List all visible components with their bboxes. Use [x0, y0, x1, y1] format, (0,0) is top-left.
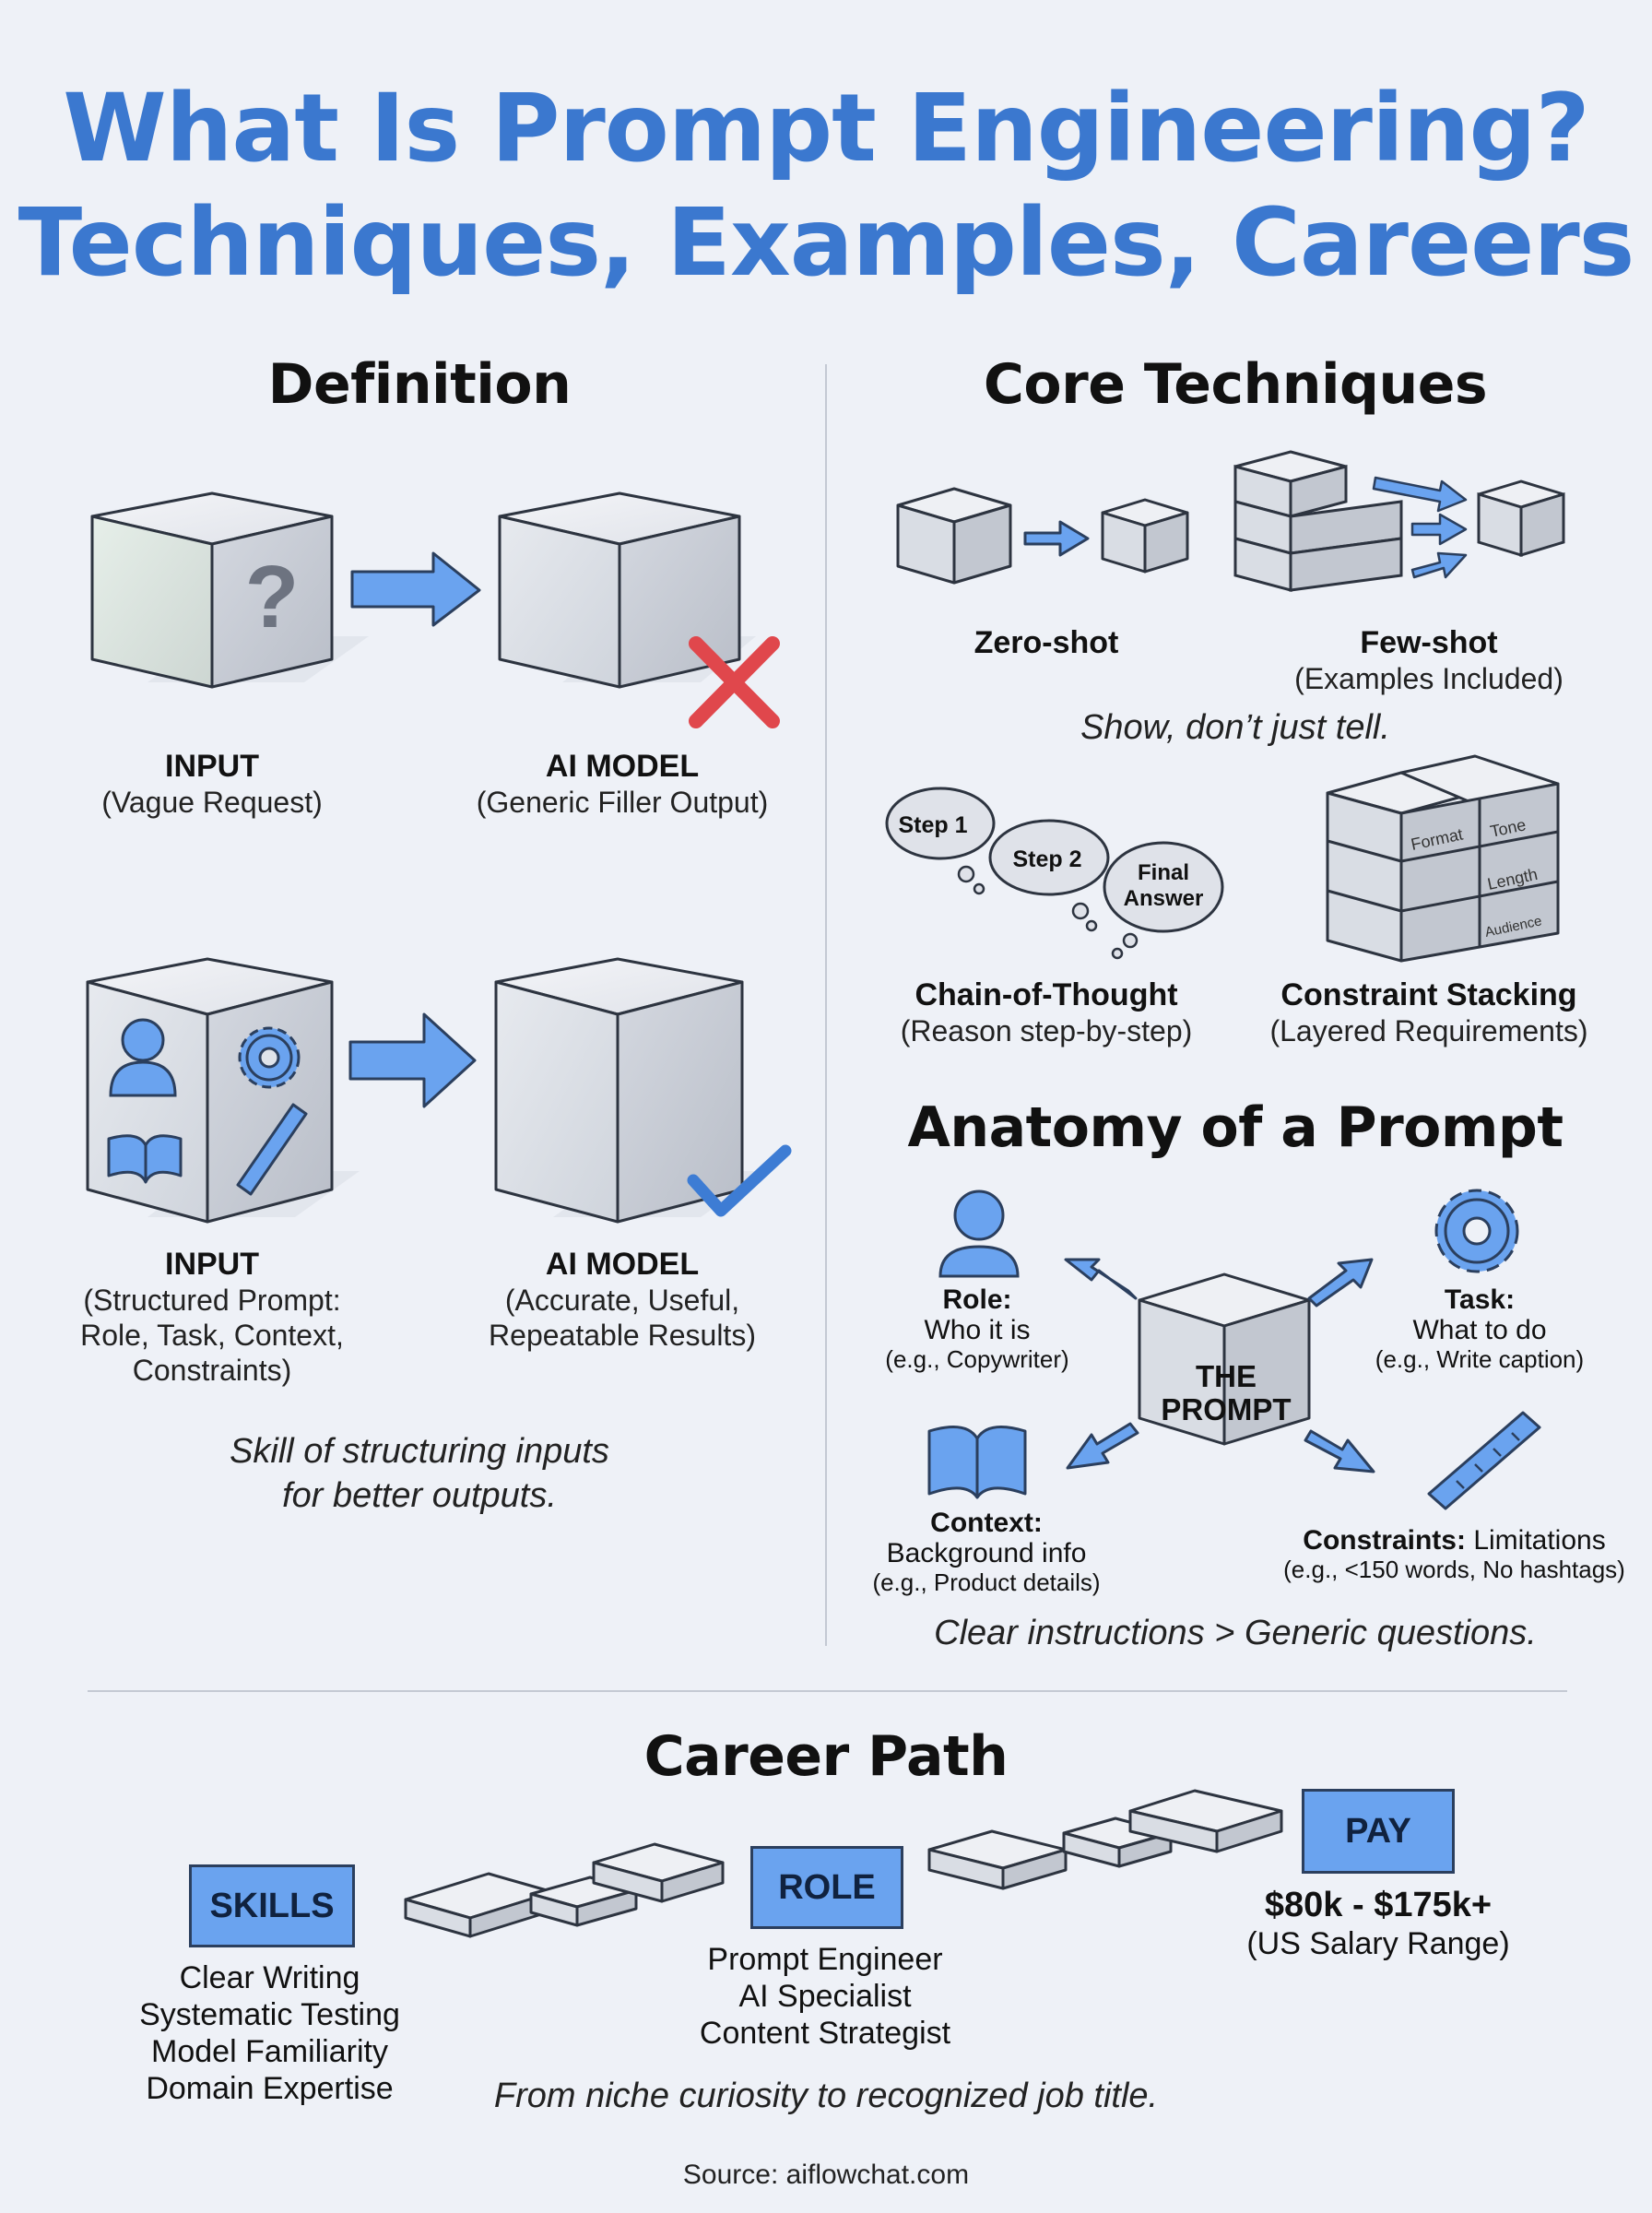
page-title: What Is Prompt Engineering? Techniques, … [0, 72, 1652, 301]
role-box: ROLE [750, 1846, 903, 1929]
few-shot-output-cube [1477, 479, 1565, 558]
anatomy-task: Task: What to do (e.g., Write caption) [1375, 1284, 1585, 1373]
step-plate [592, 1842, 725, 1903]
anatomy-constraints: Constraints: Limitations (e.g., <150 wor… [1283, 1525, 1625, 1584]
the-prompt-label: THE PROMPT [1161, 1359, 1292, 1426]
career-steps-diagram [404, 1789, 1283, 1938]
anatomy-diagram [927, 1189, 1541, 1510]
model-label-accurate: AI MODEL (Accurate, Useful, Repeatable R… [489, 1247, 756, 1352]
definition-tagline: Skill of structuring inputs for better o… [230, 1432, 609, 1515]
career-tagline: From niche curiosity to recognized job t… [493, 2077, 1159, 2115]
definition-diagram: ? [86, 491, 792, 1224]
thought-bubble-icon: Step 1 Step 2 Final Answer [885, 787, 1224, 960]
list-item: Clear Writing [179, 1960, 360, 1995]
list-item: Content Strategist [699, 2016, 951, 2051]
ruler-icon [236, 1103, 308, 1196]
list-item: AI Specialist [738, 1979, 912, 2014]
horizontal-divider [88, 1690, 1567, 1692]
zero-shot-cube-small [1101, 498, 1189, 574]
pay-info: $80k - $175k+ (US Salary Range) [1208, 1885, 1549, 1962]
chain-of-thought-label: Chain-of-Thought (Reason step-by-step) [900, 977, 1193, 1047]
anatomy-tagline: Clear instructions > Generic questions. [934, 1614, 1537, 1652]
few-shot-label: Few-shot (Examples Included) [1294, 625, 1564, 695]
techniques-diagram: Step 1 Step 2 Final Answer Format Tone L… [885, 450, 1565, 963]
title-line-1: What Is Prompt Engineering? [63, 74, 1589, 183]
role-list: Prompt Engineer AI Specialist Content St… [645, 1941, 1005, 2052]
bubble-step-1: Step 1 [898, 812, 967, 838]
person-icon [938, 1189, 1020, 1278]
gear-icon [238, 1026, 301, 1089]
source-credit: Source: aiflowchat.com [682, 2160, 970, 2190]
skills-box: SKILLS [189, 1864, 355, 1947]
ai-model-cube-accurate [494, 957, 765, 1224]
input-label-structured: INPUT (Structured Prompt: Role, Task, Co… [80, 1247, 344, 1387]
techniques-heading: Core Techniques [983, 352, 1488, 417]
model-label-generic: AI MODEL (Generic Filler Output) [476, 749, 769, 819]
zero-shot-cube-large [896, 487, 1012, 585]
question-mark-icon: ? [245, 548, 300, 646]
title-line-2: Techniques, Examples, Careers [18, 188, 1635, 298]
zero-shot-label: Zero-shot [974, 625, 1119, 660]
arrow-icon [350, 551, 481, 627]
book-icon [927, 1426, 1027, 1499]
cross-icon [689, 636, 780, 728]
bubble-answer: Answer [1124, 886, 1204, 911]
step-plate [1128, 1789, 1283, 1853]
gear-icon [1434, 1189, 1519, 1273]
bubble-step-2: Step 2 [1012, 846, 1081, 872]
arrow-icon [1023, 520, 1090, 557]
vertical-divider [825, 364, 827, 1646]
svg-text:?: ? [245, 548, 300, 646]
career-heading: Career Path [643, 1724, 1009, 1789]
list-item: Systematic Testing [139, 1997, 400, 2032]
techniques-tagline: Show, don’t just tell. [1080, 708, 1390, 747]
pay-amount: $80k - $175k+ [1264, 1886, 1493, 1924]
book-icon [107, 1134, 183, 1184]
list-item: Model Familiarity [151, 2034, 388, 2069]
constraint-stacking-label: Constraint Stacking (Layered Requirement… [1269, 977, 1588, 1047]
ruler-icon [1427, 1411, 1541, 1510]
input-label-vague: INPUT (Vague Request) [101, 749, 323, 819]
list-item: Prompt Engineer [707, 1942, 943, 1977]
pay-sub: (US Salary Range) [1246, 1926, 1510, 1961]
pay-box: PAY [1302, 1789, 1455, 1874]
skills-list: Clear Writing Systematic Testing Model F… [92, 1959, 447, 2107]
anatomy-role: Role: Who it is (e.g., Copywriter) [885, 1284, 1069, 1373]
definition-heading: Definition [267, 352, 572, 417]
arrow-icon [1064, 1258, 1375, 1473]
anatomy-context: Context: Background info (e.g., Product … [872, 1508, 1101, 1596]
list-item: Domain Expertise [146, 2071, 394, 2106]
the-prompt-cube [1138, 1272, 1311, 1446]
bubble-final: Final [1138, 860, 1189, 885]
step-plate [927, 1829, 1068, 1890]
person-icon [109, 1018, 177, 1097]
few-shot-example-stack [1233, 450, 1403, 592]
input-cube-vague [90, 491, 369, 689]
step-plate [1062, 1817, 1173, 1868]
puzzle-icon: Format Tone Length Audience [1326, 754, 1560, 963]
anatomy-heading: Anatomy of a Prompt [907, 1095, 1564, 1160]
arrow-icon [348, 1012, 477, 1108]
arrow-icon [1372, 476, 1468, 579]
checkmark-icon [687, 1144, 792, 1217]
